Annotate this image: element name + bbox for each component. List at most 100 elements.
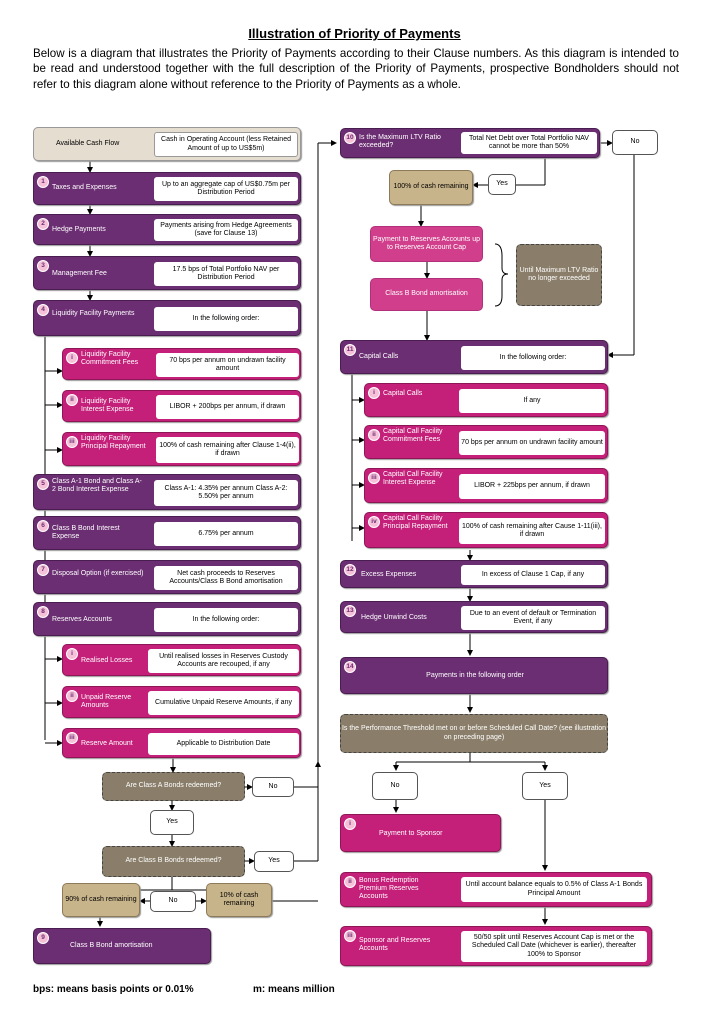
- clause-11iv-box: iv Capital Call Facility Principal Repay…: [364, 512, 608, 548]
- footnote-bps: bps: means basis points or 0.01%: [33, 984, 194, 995]
- clause-13-desc: Due to an event of default or Terminatio…: [461, 606, 605, 630]
- clause-8-desc: In the following order:: [154, 608, 298, 632]
- clause-4ii-box: ii Liquidity Facility Interest Expense L…: [62, 390, 301, 422]
- performance-threshold-decision: Is the Performance Threshold met on or b…: [340, 714, 608, 753]
- clause-4-box: 4 Liquidity Facility Payments In the fol…: [33, 300, 301, 336]
- clause-number-badge: iv: [368, 516, 380, 528]
- clause-12-box: 12 Excess Expenses In excess of Clause 1…: [340, 560, 608, 588]
- class-b-redeemed-decision: Are Class B Bonds redeemed?: [102, 846, 245, 877]
- clause-11-box: 11 Capital Calls In the following order:: [340, 340, 608, 374]
- until-ltv-note: Until Maximum LTV Ratio no longer exceed…: [516, 244, 602, 306]
- clause-7-label: Disposal Option (if exercised): [52, 570, 144, 577]
- available-cash-flow-desc: Cash in Operating Account (less Retained…: [154, 132, 298, 157]
- clause-4-label: Liquidity Facility Payments: [52, 310, 135, 317]
- clause-3-desc: 17.5 bps of Total Portfolio NAV per Dist…: [154, 262, 298, 286]
- clause-11iv-label: Capital Call Facility Principal Repaymen…: [383, 515, 448, 531]
- clause-10-label: Is the Maximum LTV Ratio exceeded?: [359, 134, 441, 150]
- clause-8iii-desc: Applicable to Distribution Date: [148, 733, 299, 755]
- clause-4iii-box: iii Liquidity Facility Principal Repayme…: [62, 432, 301, 466]
- clause-2-label: Hedge Payments: [52, 226, 106, 233]
- clause-number-badge: 10: [344, 132, 356, 144]
- clause-4iii-desc: 100% of cash remaining after Clause 1-4(…: [156, 437, 299, 463]
- clause-number-badge: iii: [344, 930, 356, 942]
- clause-number-badge: 1: [37, 176, 49, 188]
- ltv-yes-label: Yes: [488, 174, 516, 195]
- clause-4iii-label: Liquidity Facility Principal Repayment: [81, 435, 146, 451]
- clause-14iii-desc: 50/50 split until Reserves Account Cap i…: [461, 931, 647, 962]
- clause-number-badge: 8: [37, 606, 49, 618]
- clause-8-label: Reserves Accounts: [52, 616, 112, 623]
- clause-13-box: 13 Hedge Unwind Costs Due to an event of…: [340, 601, 608, 633]
- clause-7-box: 7 Disposal Option (if exercised) Net cas…: [33, 560, 301, 594]
- clause-number-badge: iii: [66, 732, 78, 744]
- clause-14i-label: Payment to Sponsor: [379, 830, 443, 837]
- clause-9-box: 9 Class B Bond amortisation: [33, 928, 211, 964]
- clause-11i-desc: If any: [459, 389, 605, 413]
- clause-number-badge: 5: [37, 478, 49, 490]
- clause-10-box: 10 Is the Maximum LTV Ratio exceeded? To…: [340, 128, 600, 158]
- clause-number-badge: 7: [37, 564, 49, 576]
- clause-number-badge: iii: [66, 436, 78, 448]
- clause-number-badge: 9: [37, 932, 49, 944]
- clause-12-label: Excess Expenses: [361, 571, 417, 578]
- clause-11-desc: In the following order:: [461, 346, 605, 370]
- clause-11ii-label: Capital Call Facility Commitment Fees: [383, 428, 443, 444]
- class-b-amortisation-box: Class B Bond amortisation: [370, 278, 483, 311]
- clause-6-box: 6 Class B Bond Interest Expense 6.75% pe…: [33, 516, 301, 550]
- clause-number-badge: i: [344, 818, 356, 830]
- clause-6-desc: 6.75% per annum: [154, 522, 298, 546]
- clause-number-badge: 4: [37, 304, 49, 316]
- clause-11iii-label: Capital Call Facility Interest Expense: [383, 471, 443, 487]
- clause-4ii-label: Liquidity Facility Interest Expense: [81, 398, 134, 414]
- clause-8iii-box: iii Reserve Amount Applicable to Distrib…: [62, 728, 301, 758]
- clause-number-badge: ii: [344, 876, 356, 888]
- clause-11i-box: i Capital Calls If any: [364, 383, 608, 417]
- clause-4i-box: i Liquidity Facility Commitment Fees 70 …: [62, 348, 301, 380]
- clause-11iv-desc: 100% of cash remaining after Cause 1-11(…: [459, 518, 605, 544]
- clause-1-desc: Up to an aggregate cap of US$0.75m per D…: [154, 177, 298, 201]
- clause-11-label: Capital Calls: [359, 353, 399, 360]
- performance-yes-label: Yes: [522, 772, 568, 800]
- clause-5-box: 5 Class A-1 Bond and Class A-2 Bond Inte…: [33, 474, 301, 510]
- clause-1-box: 1 Taxes and Expenses Up to an aggregate …: [33, 172, 301, 205]
- clause-4-desc: In the following order:: [154, 307, 298, 331]
- clause-3-box: 3 Management Fee 17.5 bps of Total Portf…: [33, 256, 301, 290]
- clause-number-badge: ii: [66, 690, 78, 702]
- clause-10-desc: Total Net Debt over Total Portfolio NAV …: [461, 132, 597, 154]
- ltv-no-label: No: [612, 130, 658, 155]
- class-a-yes-label: Yes: [150, 810, 194, 835]
- clause-2-desc: Payments arising from Hedge Agreements (…: [154, 219, 298, 241]
- clause-1-label: Taxes and Expenses: [52, 184, 117, 191]
- clause-8i-label: Realised Losses: [81, 657, 133, 664]
- payment-to-reserves-box: Payment to Reserves Accounts up to Reser…: [370, 226, 483, 262]
- clause-8i-desc: Until realised losses in Reserves Custod…: [148, 649, 299, 673]
- clause-number-badge: ii: [66, 394, 78, 406]
- clause-11ii-box: ii Capital Call Facility Commitment Fees…: [364, 425, 608, 459]
- clause-14i-box: i Payment to Sponsor: [340, 814, 501, 852]
- clause-14-label: Payments in the following order: [426, 672, 524, 679]
- clause-8ii-box: ii Unpaid Reserve Amounts Cumulative Unp…: [62, 686, 301, 718]
- clause-number-badge: iii: [368, 472, 380, 484]
- clause-8ii-desc: Cumulative Unpaid Reserve Amounts, if an…: [148, 691, 299, 715]
- class-a-redeemed-decision: Are Class A Bonds redeemed?: [102, 772, 245, 801]
- performance-no-label: No: [372, 772, 418, 800]
- clause-2-box: 2 Hedge Payments Payments arising from H…: [33, 214, 301, 245]
- clause-8ii-label: Unpaid Reserve Amounts: [81, 694, 132, 710]
- hundred-percent-box: 100% of cash remaining: [389, 170, 473, 205]
- clause-9-label: Class B Bond amortisation: [70, 942, 153, 949]
- clause-number-badge: i: [368, 387, 380, 399]
- clause-number-badge: 13: [344, 605, 356, 617]
- clause-number-badge: 3: [37, 260, 49, 272]
- clause-8-box: 8 Reserves Accounts In the following ord…: [33, 602, 301, 636]
- ninety-percent-box: 90% of cash remaining: [62, 883, 140, 917]
- clause-number-badge: ii: [368, 429, 380, 441]
- ten-percent-box: 10% of cash remaining: [206, 883, 272, 917]
- clause-number-badge: 12: [344, 564, 356, 576]
- clause-4i-label: Liquidity Facility Commitment Fees: [81, 351, 139, 367]
- intro-paragraph: Below is a diagram that illustrates the …: [33, 47, 679, 91]
- clause-8i-box: i Realised Losses Until realised losses …: [62, 644, 301, 676]
- clause-number-badge: i: [66, 352, 78, 364]
- clause-4i-desc: 70 bps per annum on undrawn facility amo…: [156, 353, 299, 377]
- clause-11i-label: Capital Calls: [383, 390, 423, 397]
- clause-13-label: Hedge Unwind Costs: [361, 614, 427, 621]
